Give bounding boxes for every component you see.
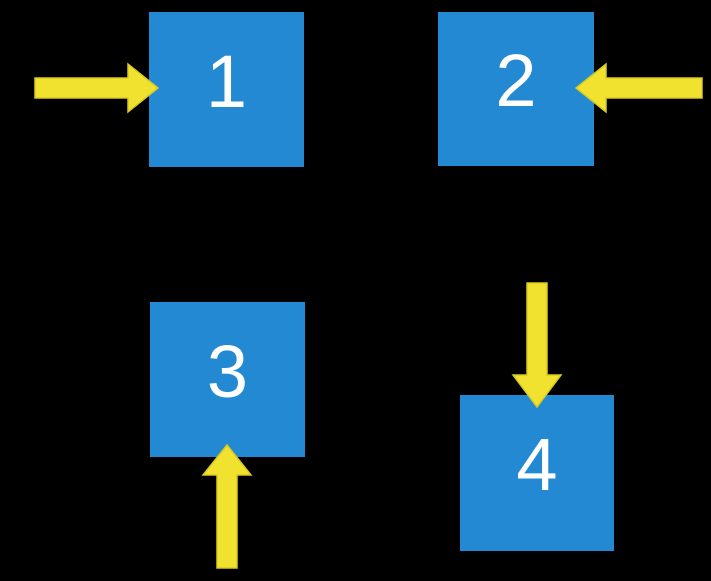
box-4-label: 4 [516,423,558,506]
left-arrow-icon [574,62,703,114]
box-4[interactable]: 4 [460,395,614,551]
right-arrow-icon [34,62,160,114]
down-arrow-icon [511,282,563,409]
box-3[interactable]: 3 [150,302,305,457]
up-arrow-icon [201,443,253,569]
box-1-label: 1 [205,39,248,123]
box-3-label: 3 [206,329,249,413]
box-2-label: 2 [495,39,537,122]
box-1[interactable]: 1 [149,12,304,167]
box-2[interactable]: 2 [438,12,594,166]
